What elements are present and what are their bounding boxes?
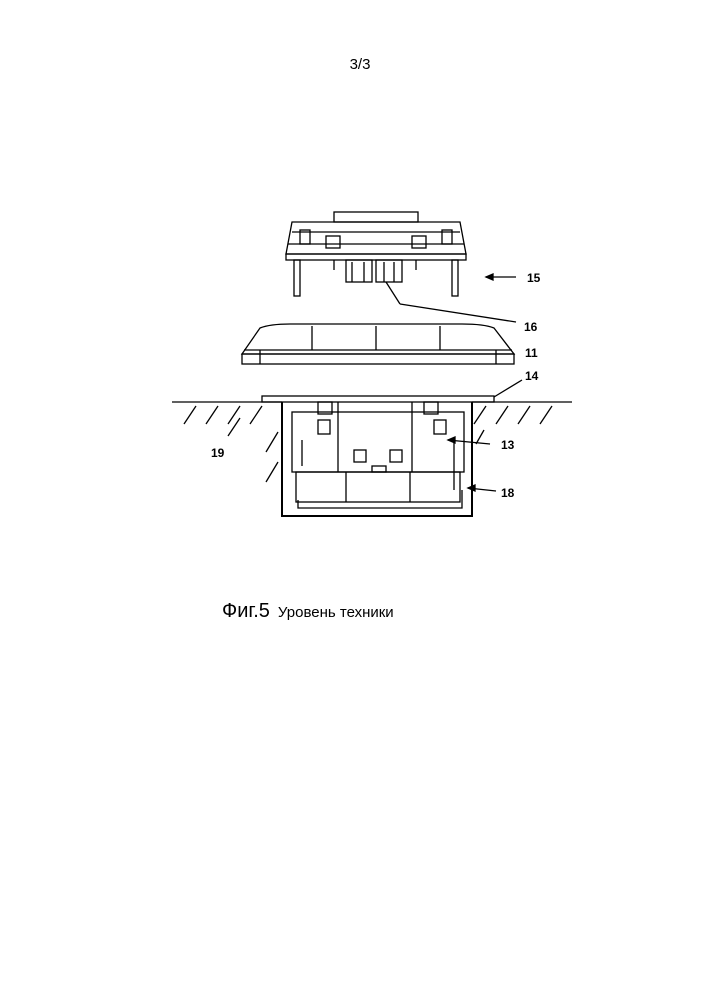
ref-15: 15	[527, 271, 541, 285]
caption-text: Уровень техники	[278, 604, 394, 621]
ref-19: 19	[211, 446, 225, 460]
figure-caption: Фиг.5 Уровень техники	[222, 600, 394, 623]
figure-label: Фиг.5	[222, 600, 270, 622]
frame-plate	[242, 324, 514, 364]
ref-18: 18	[501, 486, 515, 500]
top-module	[286, 212, 466, 296]
ref-16: 16	[524, 320, 538, 334]
inner-insert	[292, 402, 464, 508]
ref-13: 13	[501, 438, 515, 452]
ref-14: 14	[525, 369, 539, 383]
ref-11: 11	[525, 346, 538, 360]
mounting-box	[282, 402, 472, 516]
